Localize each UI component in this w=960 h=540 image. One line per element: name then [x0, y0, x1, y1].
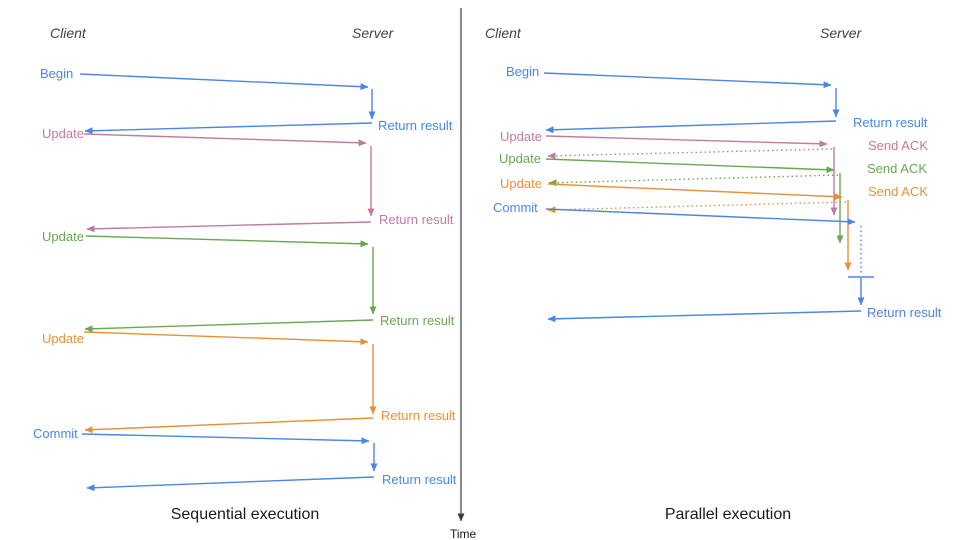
seq-update1-return-label: Return result: [379, 212, 454, 227]
seq-update3-return-label: Return result: [381, 408, 456, 423]
par-begin-request-arrow: [543, 72, 832, 89]
par-begin-return-arrow: [545, 120, 837, 134]
seq-message-commit: Commit Return result: [33, 426, 457, 492]
par-update1-request-arrow: [545, 135, 828, 148]
seq-server-header: Server: [352, 25, 395, 41]
seq-commit-return-arrow: [86, 476, 375, 492]
seq-update1-label: Update: [42, 126, 84, 141]
seq-message-update2: Update Return result: [42, 229, 455, 333]
seq-begin-request-arrow: [79, 73, 369, 91]
par-message-update3: Update Send ACK: [500, 176, 928, 271]
par-update1-ack-arrow: [547, 148, 833, 160]
par-update2-ack-label: Send ACK: [867, 161, 927, 176]
par-commit-return-label: Return result: [867, 305, 942, 320]
seq-update2-label: Update: [42, 229, 84, 244]
seq-update1-return-arrow: [86, 221, 372, 233]
par-client-header: Client: [485, 25, 522, 41]
seq-update3-return-arrow: [84, 417, 374, 434]
seq-message-update1: Update Return result: [42, 126, 454, 233]
par-update2-label: Update: [499, 151, 541, 166]
par-commit-return-arrow: [547, 310, 862, 323]
par-caption: Parallel execution: [665, 506, 791, 523]
par-update3-label: Update: [500, 176, 542, 191]
par-begin-label: Begin: [506, 64, 539, 79]
par-update2-request-arrow: [545, 158, 835, 174]
seq-caption: Sequential execution: [171, 506, 320, 523]
par-update3-ack-label: Send ACK: [868, 184, 928, 199]
seq-commit-label: Commit: [33, 426, 78, 441]
seq-update2-return-arrow: [84, 319, 374, 333]
par-update1-ack-label: Send ACK: [868, 138, 928, 153]
seq-update3-label: Update: [42, 331, 84, 346]
seq-message-begin: Begin Return result: [40, 66, 453, 135]
seq-begin-label: Begin: [40, 66, 73, 81]
seq-message-update3: Update Return result: [42, 331, 456, 434]
par-commit-label: Commit: [493, 200, 538, 215]
par-message-update1: Update Send ACK: [500, 129, 928, 216]
seq-update3-request-arrow: [83, 331, 369, 346]
seq-begin-return-arrow: [84, 122, 373, 135]
par-commit-request-arrow: [545, 208, 856, 226]
panel-sequential: Client Server Begin Return result Update…: [33, 25, 457, 523]
seq-update2-return-label: Return result: [380, 313, 455, 328]
seq-commit-request-arrow: [81, 433, 370, 445]
seq-begin-return-label: Return result: [378, 118, 453, 133]
par-server-header: Server: [820, 25, 863, 41]
seq-client-header: Client: [50, 25, 87, 41]
seq-update2-request-arrow: [85, 235, 369, 248]
seq-commit-return-label: Return result: [382, 472, 457, 487]
par-update1-label: Update: [500, 129, 542, 144]
time-axis-label: Time: [450, 527, 477, 540]
par-update3-request-arrow: [547, 183, 843, 201]
par-begin-return-label: Return result: [853, 115, 928, 130]
par-message-update2: Update Send ACK: [499, 151, 927, 244]
par-message-commit: Commit Return result: [493, 200, 942, 323]
par-message-begin: Begin Return result: [506, 64, 928, 134]
time-axis: Time: [450, 8, 477, 540]
seq-update1-request-arrow: [83, 133, 367, 147]
par-update3-ack-arrow: [547, 201, 847, 214]
par-update2-ack-arrow: [548, 174, 839, 187]
panel-parallel: Client Server Begin Return result Update…: [485, 25, 942, 523]
